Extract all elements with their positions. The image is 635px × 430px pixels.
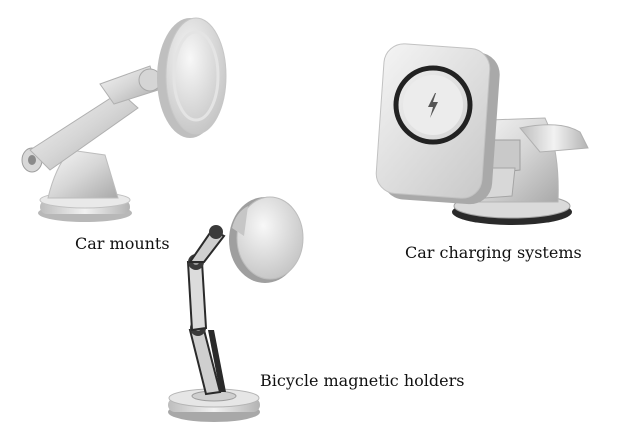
car-charger-image xyxy=(375,43,589,225)
bicycle-holder-image xyxy=(168,196,304,422)
lightning-bolt-icon xyxy=(428,93,438,118)
car-mount-image xyxy=(21,17,227,222)
bicycle-holders-caption: Bicycle magnetic holders xyxy=(260,371,465,390)
car-mounts-caption: Car mounts xyxy=(75,234,170,253)
car-charging-caption: Car charging systems xyxy=(405,243,582,262)
